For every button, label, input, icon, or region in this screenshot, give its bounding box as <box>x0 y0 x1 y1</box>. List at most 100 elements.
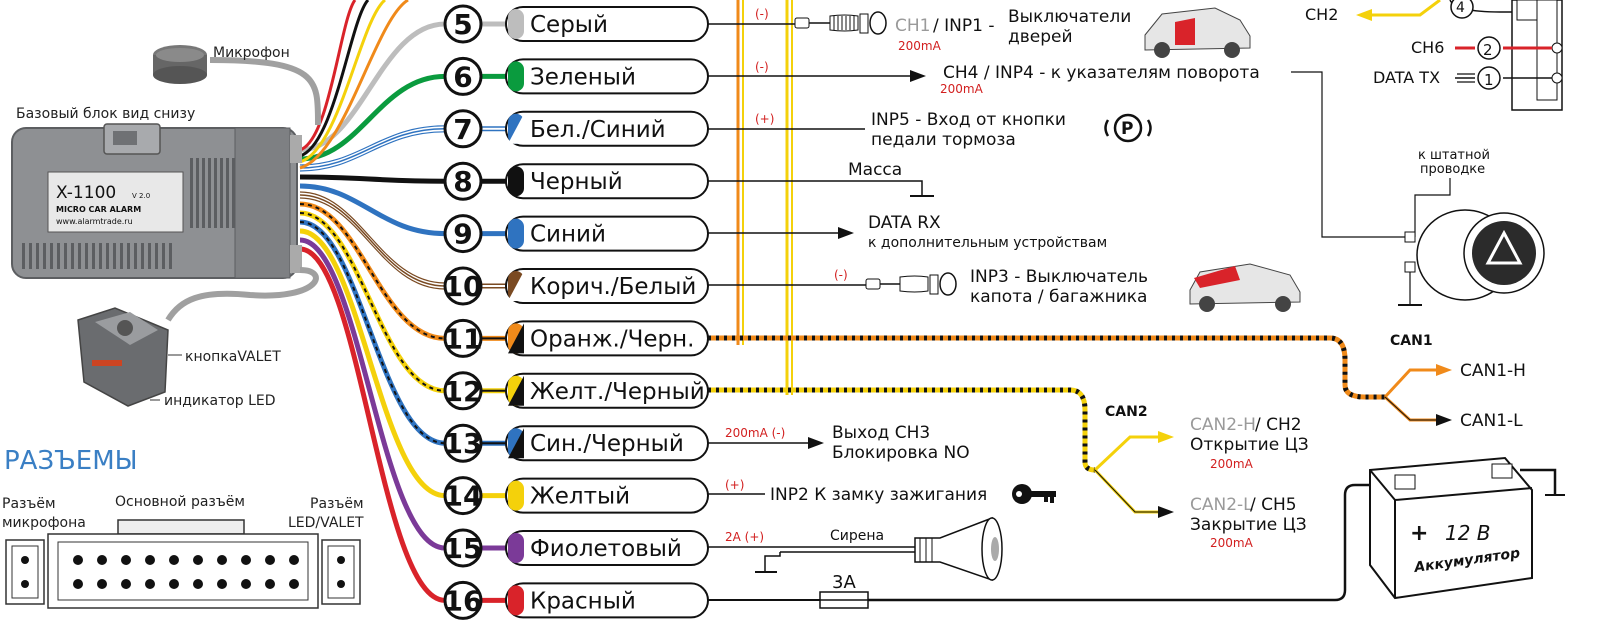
row-num: 6 <box>453 60 472 93</box>
can2-l-ma: 200mA <box>1210 536 1254 550</box>
row-label-box <box>505 477 709 514</box>
r9-desc-2: к дополнительным устройствам <box>868 235 1107 251</box>
pin1-label: 1 <box>1484 71 1494 89</box>
color-swatch <box>508 218 524 249</box>
color-swatch <box>508 480 524 511</box>
bus-lines <box>736 0 793 395</box>
wire-bundle <box>299 21 446 603</box>
can2-label: CAN2 <box>1105 404 1148 420</box>
color-swatch <box>508 113 524 144</box>
row-num: 10 <box>444 270 483 303</box>
data-tx-label: DATA TX <box>1373 68 1440 87</box>
wire-14 <box>299 228 446 499</box>
url-label: www.alarmtrade.ru <box>56 217 133 226</box>
row-label: Желтый <box>530 484 630 510</box>
wire-12 <box>299 210 446 394</box>
conn-mic-label-2: микрофона <box>2 515 86 531</box>
version-label: V 2.0 <box>132 192 150 200</box>
top-wires <box>299 0 409 170</box>
color-swatch <box>508 166 524 197</box>
wire-8 <box>299 174 446 184</box>
r8-desc: Масса <box>848 160 902 180</box>
row-label: Син./Черный <box>530 431 684 457</box>
siren-icon <box>914 516 1003 582</box>
ch2-label: CH2 <box>1305 5 1338 24</box>
row-num: 13 <box>444 427 483 460</box>
row-num: 15 <box>444 532 483 565</box>
r6-desc: CH4 / INP4 - к указателям поворота <box>943 63 1260 83</box>
to-wiring-1: к штатной <box>1418 148 1490 163</box>
color-swatch <box>508 9 524 39</box>
row-label: Зеленый <box>530 64 636 90</box>
r5-ch1: CH1 <box>895 16 930 36</box>
battery-voltage: 12 В <box>1445 521 1491 545</box>
can2-l: / CH5 <box>1250 495 1297 515</box>
wire-15 <box>299 237 446 551</box>
row-15: 15 Фиолетовый <box>443 528 709 568</box>
r13-desc-2: Блокировка NO <box>832 443 970 463</box>
row-label-box <box>505 268 709 304</box>
row-label: Синий <box>530 222 606 248</box>
row-num-circle <box>443 109 483 149</box>
row-num-circle <box>443 371 483 411</box>
row-num: 12 <box>444 375 483 408</box>
r7-desc-2: педали тормоза <box>871 130 1016 150</box>
svg-text:P: P <box>1121 119 1133 139</box>
row-num-circle <box>443 318 483 358</box>
r10-desc-1: INP3 - Выключатель <box>970 267 1148 287</box>
row-num: 16 <box>444 584 483 617</box>
r14-desc: INP2 К замку зажигания <box>770 485 987 505</box>
row-num: 11 <box>444 322 483 355</box>
wire-16 <box>299 246 446 603</box>
top-connector <box>1356 0 1563 111</box>
wire-9 <box>299 183 446 237</box>
color-swatch <box>508 585 524 616</box>
door-switch-icon <box>794 11 887 35</box>
row-num: 7 <box>453 113 472 146</box>
parking-icon: P <box>1104 113 1152 143</box>
row-label-box <box>505 530 709 566</box>
r7-polarity: (+) <box>755 112 774 126</box>
ch6-label: CH6 <box>1411 38 1444 57</box>
valet-button <box>77 267 319 407</box>
led-label: индикатор LED <box>164 393 276 409</box>
row-num-circle <box>443 423 483 463</box>
r5-ch: / INP1 - <box>933 16 994 36</box>
color-swatch <box>508 271 524 301</box>
r13-desc-1: Выход CH3 <box>832 423 930 443</box>
r9-desc-1: DATA RX <box>868 213 941 233</box>
row-6: 6 Зеленый <box>443 56 709 96</box>
row-label: Бел./Синий <box>530 117 666 143</box>
r5-desc-1: Выключатели <box>1008 7 1131 27</box>
row-num-circle <box>443 476 483 516</box>
connectors-title: РАЗЪЕМЫ <box>4 446 138 476</box>
conn-mic-label-1: Разъём <box>2 496 56 512</box>
r15-desc: Сирена <box>830 528 884 544</box>
row-num-circle <box>443 266 483 306</box>
row-num-circle <box>443 528 483 568</box>
key-icon <box>1012 484 1056 504</box>
row-label: Фиолетовый <box>530 536 682 562</box>
battery-icon <box>1369 456 1565 600</box>
can2-l-grey: CAN2-L <box>1190 495 1253 515</box>
r5-polarity: (-) <box>755 7 769 21</box>
color-swatch <box>508 375 524 406</box>
row-label: Черный <box>530 169 623 195</box>
brand-label: MICRO CAR ALARM <box>56 205 141 214</box>
base-unit: X-1100 V 2.0 MICRO CAR ALARM www.alarmtr… <box>11 123 302 279</box>
row-num-circle <box>443 56 483 96</box>
conn-main-label: Основной разъём <box>115 494 245 510</box>
pin4-label: 4 <box>1456 0 1465 16</box>
can2-h-desc: Открытие ЦЗ <box>1190 435 1309 455</box>
row-13: 13 Син./Черный <box>443 423 709 463</box>
microphone <box>153 45 322 126</box>
r5-desc-2: дверей <box>1008 27 1073 47</box>
r10-desc-2: капота / багажника <box>970 287 1147 307</box>
r16-fuse: 3A <box>832 572 856 593</box>
